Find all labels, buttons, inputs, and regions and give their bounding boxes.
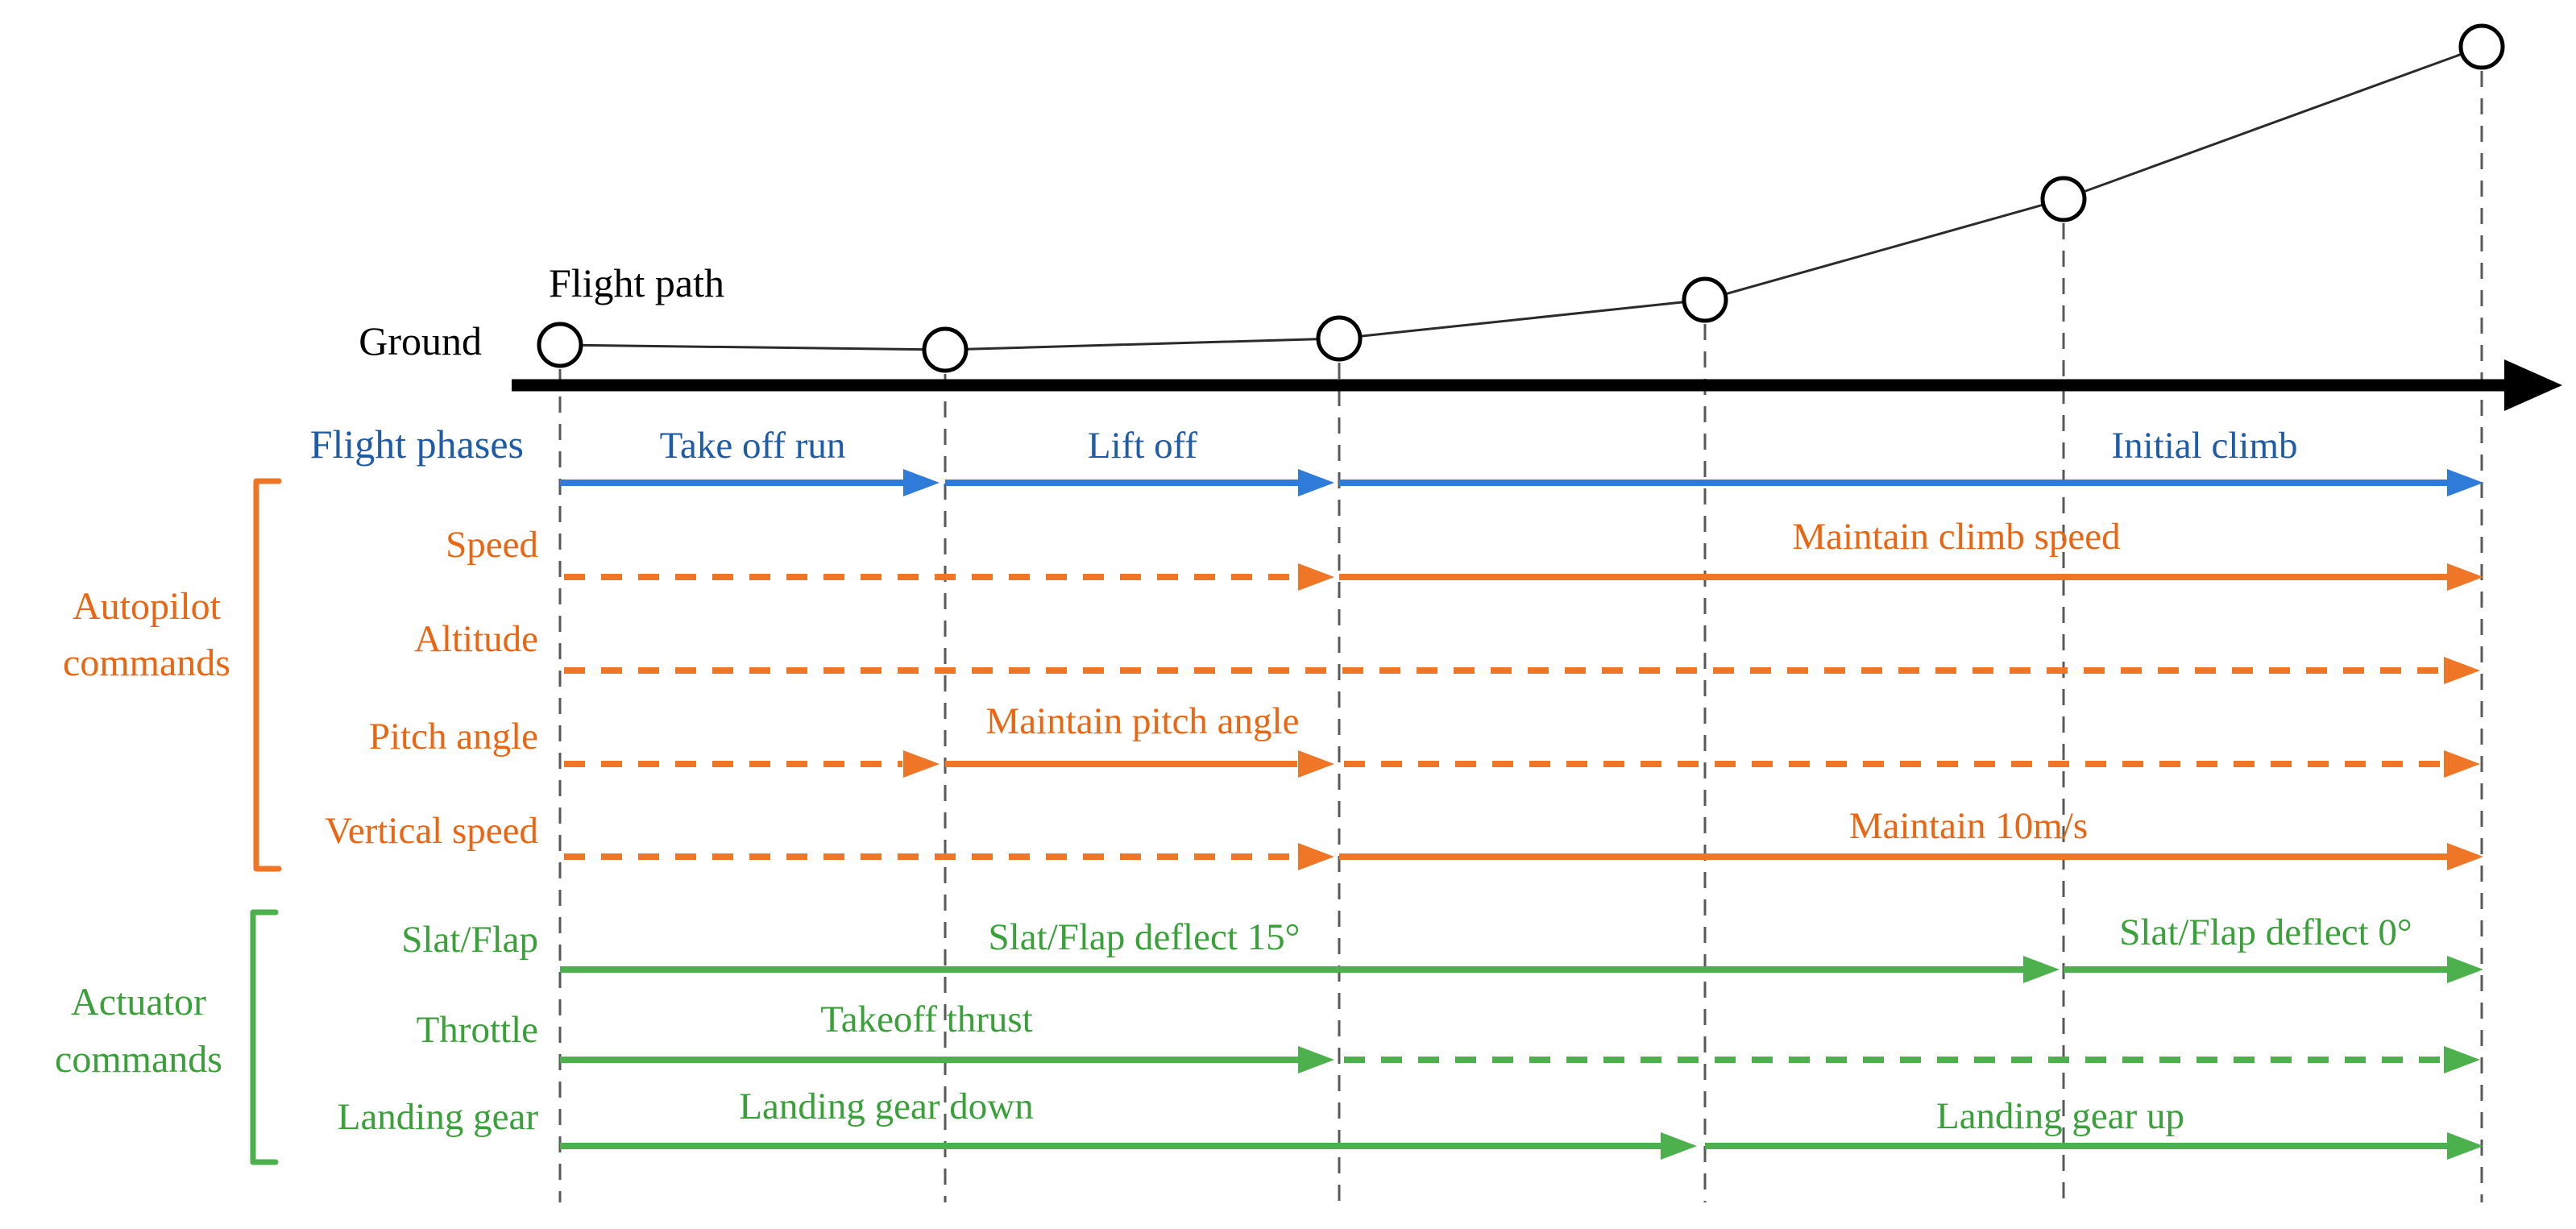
arrowhead-icon <box>1298 843 1334 870</box>
gear-annotation-up: Landing gear up <box>1936 1095 2184 1137</box>
throttle-row: Throttle Takeoff thrust <box>417 999 2480 1073</box>
actuator-bracket <box>250 909 279 1165</box>
arrowhead-icon <box>2447 469 2483 496</box>
arrowhead-icon <box>2444 657 2480 684</box>
phase-label-takeoff-run: Take off run <box>660 425 846 467</box>
arrowhead-icon <box>1298 750 1334 778</box>
arrowhead-icon <box>903 750 940 778</box>
pitch-annotation: Maintain pitch angle <box>986 700 1300 742</box>
waypoint-circle <box>2458 23 2505 70</box>
vspeed-annotation: Maintain 10m/s <box>1849 805 2088 847</box>
arrowhead-icon <box>2447 1132 2483 1160</box>
flight-path-line <box>559 45 2483 351</box>
actuator-group-label-line2: commands <box>55 1038 222 1081</box>
actuator-group-label-line1: Actuator <box>71 981 206 1023</box>
autopilot-commands-group: Autopilot commands Speed Maintain climb … <box>63 478 2483 872</box>
waypoint-circle <box>1316 315 1363 362</box>
waypoint-circle <box>922 326 969 373</box>
pitch-angle-row-label: Pitch angle <box>369 716 538 758</box>
slat-flap-row: Slat/Flap Slat/Flap deflect 15° Slat/Fla… <box>401 911 2483 983</box>
slat-flap-row-label: Slat/Flap <box>401 919 538 961</box>
arrowhead-icon <box>1661 1132 1697 1160</box>
altitude-row: Altitude <box>414 618 2480 684</box>
ground-label: Ground <box>359 318 482 363</box>
pitch-angle-row: Pitch angle Maintain pitch angle <box>369 700 2480 778</box>
landing-gear-row: Landing gear Landing gear down Landing g… <box>338 1086 2483 1160</box>
flight-path <box>537 23 2505 373</box>
vertical-speed-row-label: Vertical speed <box>325 810 538 852</box>
landing-gear-row-label: Landing gear <box>338 1096 539 1138</box>
throttle-annotation: Takeoff thrust <box>820 999 1032 1040</box>
arrowhead-icon <box>2444 750 2480 778</box>
arrowhead-icon <box>2447 563 2483 591</box>
slat-annotation-deflect15: Slat/Flap deflect 15° <box>989 916 1300 958</box>
throttle-row-label: Throttle <box>417 1009 538 1051</box>
vertical-speed-row: Vertical speed Maintain 10m/s <box>325 805 2483 870</box>
speed-row-label: Speed <box>446 524 538 566</box>
altitude-row-label: Altitude <box>414 618 538 660</box>
arrowhead-icon <box>2444 1046 2480 1073</box>
waypoint-circle <box>537 322 583 368</box>
gear-annotation-down: Landing gear down <box>739 1086 1033 1127</box>
waypoint-circle <box>2040 176 2087 222</box>
speed-row: Speed Maintain climb speed <box>446 516 2483 591</box>
arrowhead-icon <box>1298 469 1334 496</box>
arrowhead-icon <box>1298 563 1334 591</box>
flight-phases-label: Flight phases <box>310 421 524 467</box>
flight-path-label: Flight path <box>549 260 724 305</box>
slat-annotation-deflect0: Slat/Flap deflect 0° <box>2119 911 2412 953</box>
speed-annotation: Maintain climb speed <box>1792 516 2120 558</box>
waypoint-circle <box>1682 276 1728 323</box>
arrowhead-icon <box>903 469 940 496</box>
ground-axis-arrowhead-icon <box>2504 359 2562 411</box>
phase-label-initial-climb: Initial climb <box>2111 425 2297 467</box>
actuator-commands-group: Actuator commands Slat/Flap Slat/Flap de… <box>55 909 2483 1165</box>
ground-axis <box>512 359 2562 411</box>
autopilot-bracket <box>253 478 282 872</box>
autopilot-group-label-line1: Autopilot <box>73 585 222 628</box>
arrowhead-icon <box>1298 1046 1334 1073</box>
arrowhead-icon <box>2447 843 2483 870</box>
flight-phases-row: Flight phases Take off run Lift off Init… <box>310 421 2483 496</box>
phase-boundary-guides <box>558 71 2483 1202</box>
phase-label-lift-off: Lift off <box>1088 425 1198 467</box>
arrowhead-icon <box>2023 956 2060 983</box>
autopilot-group-label-line2: commands <box>63 641 230 684</box>
arrowhead-icon <box>2447 956 2483 983</box>
